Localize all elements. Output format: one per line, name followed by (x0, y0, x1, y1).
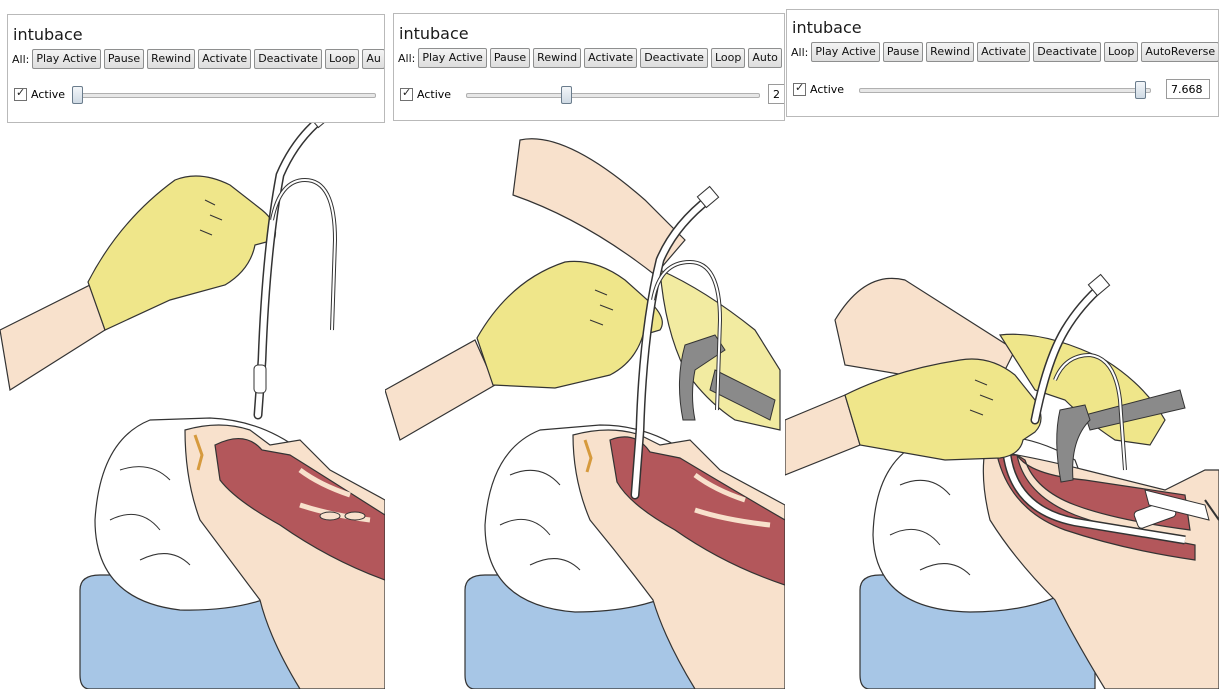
active-control: Active (14, 88, 65, 101)
toolbar-row: All: Play Active Pause Rewind Activate D… (398, 48, 785, 68)
active-checkbox[interactable] (793, 83, 806, 96)
active-control: Active (793, 83, 844, 96)
time-slider-thumb[interactable] (72, 86, 83, 104)
time-slider-track[interactable] (466, 93, 760, 98)
time-slider-thumb[interactable] (561, 86, 572, 104)
pause-button[interactable]: Pause (104, 49, 144, 69)
activate-button[interactable]: Activate (977, 42, 1030, 62)
loop-button[interactable]: Loop (1104, 42, 1138, 62)
active-checkbox[interactable] (400, 88, 413, 101)
all-label: All: (12, 53, 29, 66)
panel-title: intubace (792, 18, 862, 37)
pause-button[interactable]: Pause (883, 42, 923, 62)
panel-title: intubace (13, 25, 83, 44)
loop-button[interactable]: Loop (325, 49, 359, 69)
loop-button[interactable]: Loop (711, 48, 745, 68)
autoreverse-button[interactable]: AutoReverse (1141, 42, 1219, 62)
play-active-button[interactable]: Play Active (418, 48, 486, 68)
play-active-button[interactable]: Play Active (811, 42, 879, 62)
active-label: Active (31, 88, 65, 101)
time-slider-track[interactable] (859, 88, 1151, 93)
pause-button[interactable]: Pause (490, 48, 530, 68)
active-label: Active (417, 88, 451, 101)
active-label: Active (810, 83, 844, 96)
time-slider-track[interactable] (76, 93, 376, 98)
rewind-button[interactable]: Rewind (533, 48, 581, 68)
deactivate-button[interactable]: Deactivate (1033, 42, 1101, 62)
activate-button[interactable]: Activate (198, 49, 251, 69)
autoreverse-button[interactable]: Auto (748, 48, 782, 68)
activate-button[interactable]: Activate (584, 48, 637, 68)
time-value-field[interactable]: 2 (768, 84, 785, 104)
time-slider-thumb[interactable] (1135, 81, 1146, 99)
time-value-field[interactable]: 7.668 (1166, 79, 1210, 99)
toolbar-row: All: Play Active Pause Rewind Activate D… (791, 42, 1219, 62)
rewind-button[interactable]: Rewind (147, 49, 195, 69)
all-label: All: (791, 46, 808, 59)
rewind-button[interactable]: Rewind (926, 42, 974, 62)
all-label: All: (398, 52, 415, 65)
control-panel-3: intubace All: Play Active Pause Rewind A… (786, 9, 1219, 117)
active-checkbox[interactable] (14, 88, 27, 101)
control-panel-2: intubace All: Play Active Pause Rewind A… (393, 13, 785, 121)
active-control: Active (400, 88, 451, 101)
control-panel-1: intubace All: Play Active Pause Rewind A… (7, 14, 385, 123)
deactivate-button[interactable]: Deactivate (254, 49, 322, 69)
autoreverse-button[interactable]: Au (362, 49, 385, 69)
toolbar-row: All: Play Active Pause Rewind Activate D… (12, 49, 385, 69)
play-active-button[interactable]: Play Active (32, 49, 100, 69)
deactivate-button[interactable]: Deactivate (640, 48, 708, 68)
panel-title: intubace (399, 24, 469, 43)
